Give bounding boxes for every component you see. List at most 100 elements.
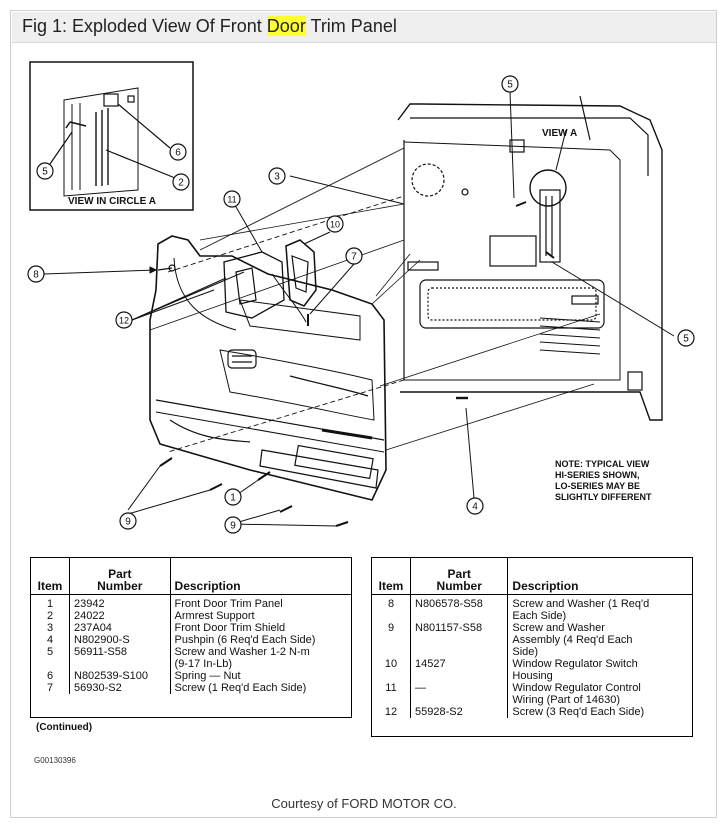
continued-note: (Continued) (36, 722, 93, 733)
description-cell: Screw (1 Req'd Each Side) (174, 682, 307, 694)
door-trim-panel (149, 235, 387, 501)
part-number-cell: — (410, 682, 509, 706)
view-in-circle-label: VIEW IN CIRCLE A (68, 196, 156, 207)
svg-text:7: 7 (351, 252, 357, 263)
callout-7: 7 (345, 247, 363, 265)
item-cell: 7 (31, 682, 70, 694)
callout-11: 11 (223, 190, 241, 208)
svg-text:9: 9 (125, 517, 131, 528)
callout-5: 5 (36, 162, 54, 180)
view-a-label: VIEW A (542, 128, 577, 139)
svg-text:1: 1 (230, 493, 236, 504)
item-cell: 3 (31, 622, 70, 634)
column-header-description: Description (507, 558, 692, 595)
item-cell: 12 (372, 706, 411, 718)
part-number-cell: 55928-S2 (410, 706, 509, 718)
figure-title: Fig 1: Exploded View Of Front Door Trim … (22, 16, 397, 36)
part-number-cell: N802900-S (69, 634, 171, 646)
item-cell: 2 (31, 610, 70, 622)
svg-text:8: 8 (33, 270, 39, 281)
svg-text:10: 10 (330, 220, 340, 230)
part-number-cell: 237A04 (69, 622, 171, 634)
svg-text:5: 5 (507, 80, 513, 91)
svg-text:4: 4 (472, 502, 478, 513)
part-number-cell: 23942 (69, 594, 171, 610)
description-cell: Pushpin (6 Req'd Each Side) (174, 634, 316, 646)
series-note: NOTE: TYPICAL VIEW HI-SERIES SHOWN, LO-S… (555, 459, 652, 502)
figure-header: Fig 1: Exploded View Of Front Door Trim … (12, 12, 716, 43)
callout-10: 10 (326, 215, 344, 233)
item-cell: 5 (31, 646, 70, 670)
courtesy-credit: Courtesy of FORD MOTOR CO. (271, 796, 457, 811)
callout-12: 12 (115, 311, 133, 329)
description-cell: Screw (3 Req'd Each Side) (512, 706, 645, 718)
svg-text:11: 11 (227, 195, 236, 205)
item-cell: 11 (372, 682, 411, 706)
item-cell: 4 (31, 634, 70, 646)
part-number-cell: 56911-S58 (69, 646, 171, 670)
part-number-cell: N802539-S100 (69, 670, 171, 682)
description-cell: Front Door Trim Panel (174, 598, 283, 610)
svg-text:5: 5 (42, 167, 48, 178)
figure-frame (10, 10, 717, 818)
item-cell: 8 (372, 594, 411, 622)
callout-1: 1 (224, 488, 242, 506)
figure-code: G00130396 (34, 756, 76, 765)
callout-5: 5 (501, 75, 519, 93)
item-cell: 6 (31, 670, 70, 682)
item-cell: 1 (31, 594, 70, 610)
part-number-cell: 14527 (410, 658, 509, 682)
callout-6: 6 (169, 143, 187, 161)
part-number-cell: 56930-S2 (69, 682, 171, 694)
part-number-cell: 24022 (69, 610, 171, 622)
svg-text:2: 2 (178, 178, 184, 189)
callout-9: 9 (119, 512, 137, 530)
callout-9: 9 (224, 516, 242, 534)
item-cell: 10 (372, 658, 411, 682)
callout-leaders (43, 91, 675, 527)
exploded-view-diagram: VIEW IN CIRCLE A (27, 61, 695, 534)
door-frame (397, 95, 663, 421)
column-header-item: Item (31, 558, 70, 595)
column-header-description: Description (170, 558, 351, 595)
part-number-cell: N801157-S58 (410, 622, 509, 658)
svg-text:9: 9 (230, 521, 236, 532)
svg-text:6: 6 (175, 148, 181, 159)
item-cell: 9 (372, 622, 411, 658)
trim-shield (167, 195, 405, 453)
svg-text:3: 3 (274, 172, 280, 183)
column-header-item: Item (372, 558, 411, 595)
fasteners (157, 201, 555, 527)
callout-3: 3 (268, 167, 286, 185)
description-cell: Spring — Nut (174, 670, 241, 682)
description-cell: Front Door Trim Shield (174, 622, 286, 634)
description-cell: Screw and Washer 1-2 N-m(9-17 In-Lb) (174, 646, 310, 670)
description-cell: Armrest Support (174, 610, 255, 622)
callout-2: 2 (172, 173, 190, 191)
callout-4: 4 (466, 497, 484, 515)
search-highlight: Door (266, 16, 306, 36)
armrest-support (223, 239, 317, 323)
